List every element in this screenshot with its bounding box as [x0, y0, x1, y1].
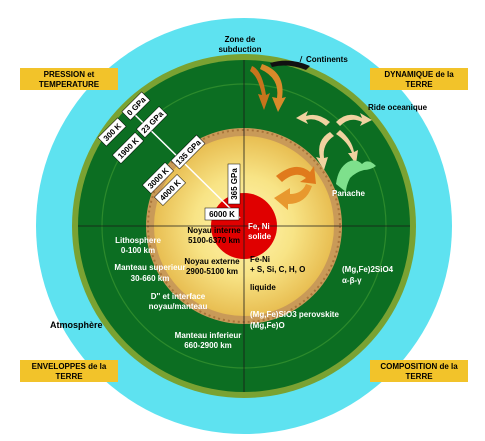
noyau-ext-depth: 2900-5100 km — [186, 267, 238, 276]
fe-ni-liquide-state: liquide — [250, 283, 276, 292]
core-convection-arrow-2 — [274, 184, 312, 210]
corner-comp-line-2: TERRE — [405, 372, 433, 381]
corner-pression-temperature: PRESSION et TEMPERATURE — [20, 68, 118, 90]
continents-label: Continents — [306, 55, 348, 64]
noyau-int-label: Noyau interne — [187, 226, 241, 235]
fe-ni-liquide-label: Fe-Ni — [250, 255, 270, 264]
olivine-phases: α-β-γ — [342, 276, 362, 285]
corner-composition: COMPOSITION de la TERRE — [370, 360, 468, 382]
pt-tag-365gpa-text: 365 GPa — [230, 168, 239, 200]
fe-ni-solide-label: Fe, Ni — [248, 222, 270, 231]
continents-leader — [299, 55, 303, 63]
fe-ni-solide-state: solide — [248, 232, 272, 241]
ride-arrow-3 — [316, 132, 334, 170]
continents-shape — [270, 60, 310, 70]
noyau-int-depth: 5100-6370 km — [188, 236, 240, 245]
lithosphere-depth: 0-100 km — [121, 246, 155, 255]
corner-env-line-2: TERRE — [55, 372, 83, 381]
panache-label: Panache — [332, 189, 365, 198]
zone-subduction-label-1: Zone de — [225, 35, 256, 44]
ride-arrow-1 — [296, 111, 330, 126]
atmosphere-label: Atmosphère — [50, 320, 103, 330]
pt-tag-6000k-text: 6000 K — [209, 210, 235, 219]
manteau-sup-label: Manteau superieur — [114, 263, 185, 272]
manteau-inf-label: Manteau inferieur — [175, 331, 242, 340]
ride-arrow-2 — [336, 113, 372, 126]
subduction-arrow-2 — [260, 64, 286, 112]
corner-pt-line-1: PRESSION et — [44, 70, 95, 79]
pt-tag-365gpa: 365 GPa — [227, 163, 241, 205]
corner-pt-line-2: TEMPERATURE — [39, 80, 100, 89]
core-convection-arrow-1 — [276, 166, 316, 184]
interface-sub: noyau/manteau — [149, 302, 208, 311]
panache-plume — [336, 160, 376, 192]
corner-dyn-line-1: DYNAMIQUE de la — [384, 70, 454, 79]
corner-dynamique: DYNAMIQUE de la TERRE — [370, 68, 468, 90]
pt-tag-6000k: 6000 K — [204, 207, 240, 221]
subduction-arrow-1 — [250, 66, 270, 110]
corner-dyn-line-2: TERRE — [405, 80, 433, 89]
ride-label: Ride oceanique — [368, 103, 428, 112]
periclase-formula: (Mg,Fe)O — [250, 321, 285, 330]
manteau-inf-depth: 660-2900 km — [184, 341, 232, 350]
zone-subduction-label-2: subduction — [218, 45, 261, 54]
perovskite-formula: (Mg,Fe)SiO3 perovskite — [250, 310, 339, 319]
corner-enveloppes: ENVELOPPES de la TERRE — [20, 360, 118, 382]
fe-ni-liquide-elements: + S, Si, C, H, O — [250, 265, 305, 274]
lithosphere-label: Lithosphere — [115, 236, 161, 245]
noyau-ext-label: Noyau externe — [184, 257, 240, 266]
ride-arrow-4 — [336, 130, 358, 164]
interface-label: D'' et interface — [151, 292, 206, 301]
corner-comp-line-1: COMPOSITION de la — [380, 362, 458, 371]
manteau-sup-depth: 30-660 km — [131, 274, 170, 283]
corner-env-line-1: ENVELOPPES de la — [32, 362, 107, 371]
olivine-formula: (Mg,Fe)2SiO4 — [342, 265, 394, 274]
